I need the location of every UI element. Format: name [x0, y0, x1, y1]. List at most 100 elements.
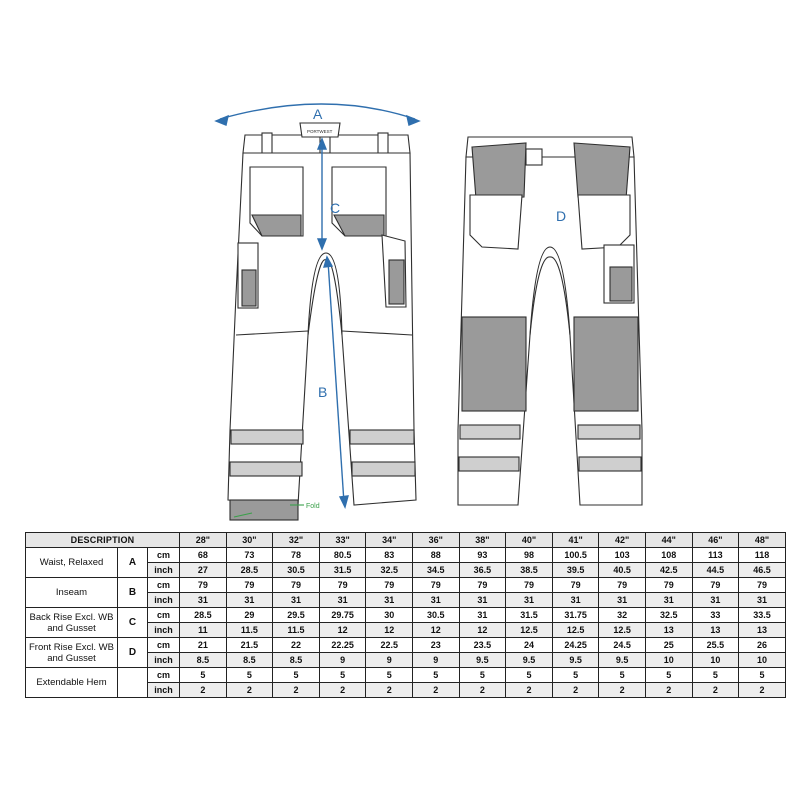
table-cell: 22: [272, 637, 320, 653]
table-cell: 79: [318, 577, 367, 593]
table-cell: 46.5: [738, 562, 786, 578]
table-cell: 8.5: [272, 652, 320, 668]
table-cell: 31: [179, 592, 227, 608]
size-header-row: DESCRIPTION 28"30"32"33"34"36"38"40"41"4…: [24, 532, 786, 548]
table-cell: 113: [691, 547, 740, 563]
fold-hem-line: [233, 512, 253, 518]
table-cell: 34.5: [412, 562, 460, 578]
back-reflective-band-right-bottom: [351, 461, 416, 477]
table-cell: 28.5: [179, 607, 227, 623]
back-hem-extension: [229, 499, 299, 521]
table-cell: 2: [598, 682, 646, 698]
unit-label: cm: [146, 607, 181, 623]
knee-pad-right: [573, 316, 639, 412]
size-header-cell: 30": [225, 532, 274, 548]
measurement-code: C: [117, 607, 148, 638]
front-reflective-band-right-bottom: [578, 456, 642, 472]
table-cell: 24.5: [598, 637, 646, 653]
trousers-diagram: A C B D Fold PORTWEST: [214, 103, 643, 521]
table-cell: 5: [551, 667, 600, 683]
table-cell: 32.5: [365, 562, 413, 578]
front-reflective-band-right-top: [577, 424, 641, 440]
table-cell: 30.5: [272, 562, 320, 578]
size-header-cell: 28": [179, 532, 227, 548]
table-cell: 2: [318, 682, 367, 698]
waist-measure-arc: [219, 103, 416, 120]
belt-buckle: [525, 148, 543, 166]
back-pocket-left-panel: [251, 214, 302, 237]
table-cell: 33: [691, 607, 740, 623]
measurement-code: D: [117, 637, 148, 668]
size-header-cell: 41": [551, 532, 600, 548]
table-cell: 98: [505, 547, 553, 563]
front-thigh-panel-right: [609, 266, 633, 302]
front-holster-left: [471, 142, 527, 200]
table-cell: 9.5: [458, 652, 507, 668]
front-holster-right: [573, 142, 631, 200]
table-cell: 9.5: [505, 652, 553, 668]
table-cell: 79: [412, 577, 460, 593]
front-crotch: [529, 246, 571, 336]
table-cell: 11.5: [225, 622, 274, 638]
table-cell: 2: [412, 682, 460, 698]
table-cell: 78: [272, 547, 320, 563]
inseam-arrow-bottom: [338, 495, 349, 509]
size-header-cell: 46": [691, 532, 740, 548]
table-cell: 5: [365, 667, 413, 683]
table-cell: 2: [644, 682, 693, 698]
table-cell: 11.5: [272, 622, 320, 638]
description-header: DESCRIPTION: [24, 532, 181, 548]
unit-label: inch: [146, 682, 181, 698]
size-header-cell: 44": [644, 532, 693, 548]
label-fold: Fold: [306, 503, 320, 510]
table-cell: 29.5: [272, 607, 320, 623]
table-cell: 2: [365, 682, 413, 698]
table-cell: 31: [738, 592, 786, 608]
table-cell: 79: [691, 577, 740, 593]
table-cell: 31: [644, 592, 693, 608]
back-label-patch: [299, 122, 341, 138]
table-cell: 12: [365, 622, 413, 638]
table-cell: 79: [551, 577, 600, 593]
table-cell: 23.5: [458, 637, 507, 653]
table-cell: 2: [505, 682, 553, 698]
table-cell: 30.5: [412, 607, 460, 623]
table-cell: 5: [318, 667, 367, 683]
table-cell: 5: [179, 667, 227, 683]
table-cell: 2: [458, 682, 507, 698]
table-cell: 10: [691, 652, 740, 668]
table-cell: 27: [179, 562, 227, 578]
table-cell: 2: [691, 682, 740, 698]
table-cell: 118: [738, 547, 786, 563]
table-cell: 79: [365, 577, 413, 593]
table-cell: 29.75: [318, 607, 367, 623]
front-pocket-left: [469, 194, 523, 250]
table-cell: 31: [691, 592, 740, 608]
table-cell: 26: [738, 637, 786, 653]
table-cell: 79: [225, 577, 274, 593]
size-header-cell: 32": [272, 532, 320, 548]
table-cell: 73: [225, 547, 274, 563]
knee-pad-left: [461, 316, 527, 412]
size-header-cell: 33": [318, 532, 367, 548]
table-cell: 10: [738, 652, 786, 668]
label-d: D: [556, 208, 566, 224]
back-crotch: [307, 252, 343, 336]
table-cell: 79: [272, 577, 320, 593]
unit-label: inch: [146, 592, 181, 608]
table-cell: 12.5: [551, 622, 600, 638]
table-cell: 88: [412, 547, 460, 563]
table-cell: 2: [272, 682, 320, 698]
table-cell: 103: [598, 547, 646, 563]
table-cell: 5: [272, 667, 320, 683]
measurement-code: A: [117, 547, 148, 578]
measurement-code: B: [117, 577, 148, 608]
measurement-description: Back Rise Excl. WB and Gusset: [25, 607, 118, 638]
table-cell: 12.5: [598, 622, 646, 638]
table-cell: 79: [598, 577, 646, 593]
diagram-labels: A C B D: [313, 106, 566, 400]
back-knee-seam-right: [341, 330, 413, 336]
